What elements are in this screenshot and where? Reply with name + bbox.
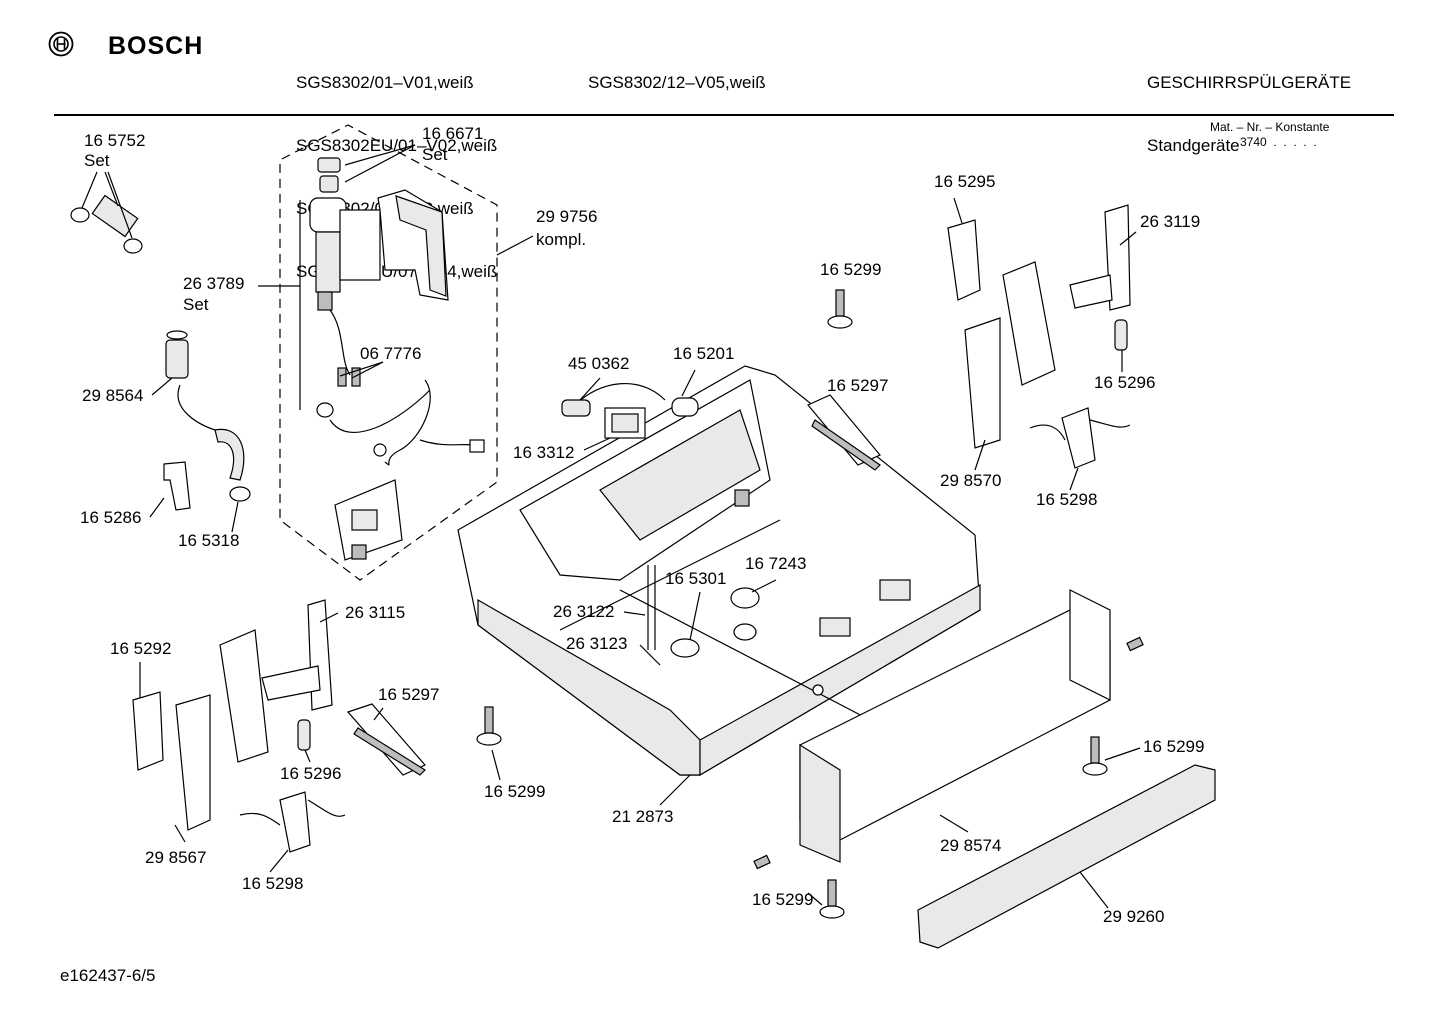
part-number-label: 16 5296 [1094,373,1156,392]
part-number-label: 21 2873 [612,807,674,826]
screw-part [1082,736,1108,776]
wiring-harness-part [316,309,485,466]
part-number-label: 16 5298 [242,874,304,893]
part-number-label: 16 5295 [934,172,996,191]
part-number-label: 16 5298 [1036,490,1098,509]
part-number-label: 16 6671 [422,124,484,143]
part-number-label: 16 5318 [178,531,240,550]
brand-name: BOSCH [108,32,204,60]
part-number-label: 16 5299 [820,260,882,279]
model-line: SGS8302EU/01–V02,weiß [296,136,498,155]
part-number-label: Set [183,295,209,314]
part-number-label: 29 8570 [940,471,1002,490]
spring-tensioner-part [807,394,881,471]
heater-bracket-part [334,479,403,561]
model-line: SGS8302/01–V01,weiß [296,73,474,92]
leader-lines [81,144,1141,909]
part-number-label: 16 5297 [827,376,889,395]
part-number-label: 16 5299 [1143,737,1205,756]
part-number-label: 26 3789 [183,274,245,293]
part-number-label: 26 3123 [566,634,628,653]
hinge-bracket-part [947,204,1131,449]
spring-part [165,330,189,379]
part-number-label: 16 5201 [673,344,735,363]
part-number-label: 29 9260 [1103,907,1165,926]
drain-hose [177,384,216,431]
part-number-label: 16 5752 [84,131,146,150]
hinge-arm-part [1029,407,1131,469]
hinge-bracket-left-part [132,599,333,831]
part-number-label: 16 3312 [513,443,575,462]
model-list-secondary: SGS8302/12–V05,weiß [588,30,766,114]
mat-nr-value: 3740 . . . . . [1240,135,1317,149]
part-number-label: 26 3122 [553,602,615,621]
screw-part [819,879,845,919]
part-number-label: 29 8567 [145,848,207,867]
corrugated-hose-part [214,428,251,502]
part-number-label: 16 5297 [378,685,440,704]
part-number-label: 16 5286 [80,508,142,527]
drawing-id: e162437-6/5 [60,966,156,985]
part-number-label: 16 5301 [665,569,727,588]
hose-set-part [70,194,143,254]
part-number-label: Set [84,151,110,170]
appliance-category: GESCHIRRSPÜLGERÄTE Standgeräte [1147,30,1351,177]
part-number-label: 29 9756 [536,207,598,226]
part-number-label: 29 8564 [82,386,144,405]
part-number-label: 45 0362 [568,354,630,373]
base-tray-part [457,365,981,777]
part-number-label: 16 5296 [280,764,342,783]
part-number-label: kompl. [536,230,587,249]
part-number-label: Set [422,145,448,164]
mat-nr-label: Mat. – Nr. – Konstante [1210,120,1330,134]
part-number-label: 29 8574 [940,836,1002,855]
bosch-logo-icon [48,31,74,57]
part-number-label: 06 7776 [360,344,422,363]
plinth-panel-part [917,764,1216,949]
category-title: GESCHIRRSPÜLGERÄTE [1147,73,1352,92]
part-number-label: 26 3115 [345,603,406,622]
screw-part [827,289,853,329]
part-number-label: 16 5299 [484,782,546,801]
small-screw-part [753,636,1144,870]
plinth-part [799,589,1111,863]
model-line: SGS8302/12–V05,weiß [588,73,766,92]
header-divider [54,114,1394,116]
part-number-label: 16 5292 [110,639,172,658]
part-number-label: 26 3119 [1140,212,1201,231]
circulation-pump-part [309,157,449,311]
assembly-outline [279,124,498,581]
spring-tensioner-left-part [346,703,426,776]
pressure-switch-part [561,382,699,439]
clip-part [163,461,191,511]
part-number-label: 16 7243 [745,554,807,573]
hinge-arm-left-part [239,791,346,853]
category-subtitle: Standgeräte [1147,136,1240,155]
screw-part [476,706,502,746]
part-number-label: 16 5299 [752,890,814,909]
